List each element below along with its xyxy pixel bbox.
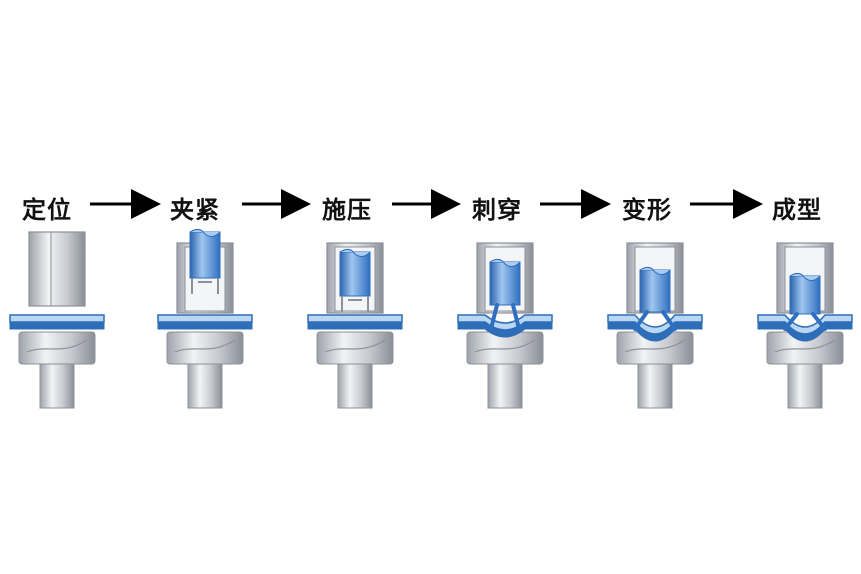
die-groove [774, 339, 836, 353]
step-label-5: 变形 [622, 196, 672, 224]
die-stem [787, 359, 823, 409]
rivet-legs [783, 312, 827, 331]
rivet-body [489, 261, 521, 306]
rivet-top [489, 258, 521, 268]
stage-press [307, 242, 403, 409]
die-groove [174, 339, 236, 353]
rivet-body [789, 275, 821, 315]
die-collar [166, 331, 244, 365]
die-groove [324, 339, 386, 353]
die-stem [637, 359, 673, 409]
rivet-body [189, 231, 221, 279]
sheet-bottom [757, 321, 853, 342]
rivet-top [789, 272, 821, 282]
rivet-top [189, 228, 221, 238]
step-label-2: 夹紧 [170, 196, 220, 224]
sheet-bottom [9, 321, 105, 330]
rivet-body [639, 269, 671, 313]
die-stem [187, 359, 223, 409]
die-groove [26, 339, 88, 353]
step-label-1: 定位 [22, 196, 72, 224]
stage-position [9, 231, 105, 409]
rivet-top [339, 248, 371, 258]
sheet-bottom [607, 321, 703, 342]
step-label-6: 成型 [772, 196, 822, 224]
die-collar [18, 331, 96, 365]
die-stem [487, 359, 523, 409]
rivet-legs [633, 310, 677, 331]
holder-tube [28, 231, 86, 307]
sheet-bottom [307, 321, 403, 330]
die-groove [624, 339, 686, 353]
step-label-4: 刺穿 [472, 196, 522, 224]
stage-form [757, 242, 853, 409]
rivet-body [339, 251, 371, 297]
sheet-top [9, 314, 105, 323]
rivet-legs [489, 303, 521, 331]
stage-clamp [157, 228, 253, 409]
stage-pierce [457, 242, 553, 409]
stage-deform [607, 242, 703, 409]
die-stem [337, 359, 373, 409]
step-label-3: 施压 [322, 196, 372, 224]
die-collar [316, 331, 394, 365]
die-groove [474, 339, 536, 353]
sheet-bottom [457, 321, 553, 338]
rivet-shank [191, 278, 219, 294]
rivet-top [639, 266, 671, 276]
sheet-top [307, 314, 403, 323]
sheet-top [157, 314, 253, 323]
die-stem [39, 359, 75, 409]
rivet-shank [341, 296, 369, 312]
sheet-bottom [157, 321, 253, 330]
